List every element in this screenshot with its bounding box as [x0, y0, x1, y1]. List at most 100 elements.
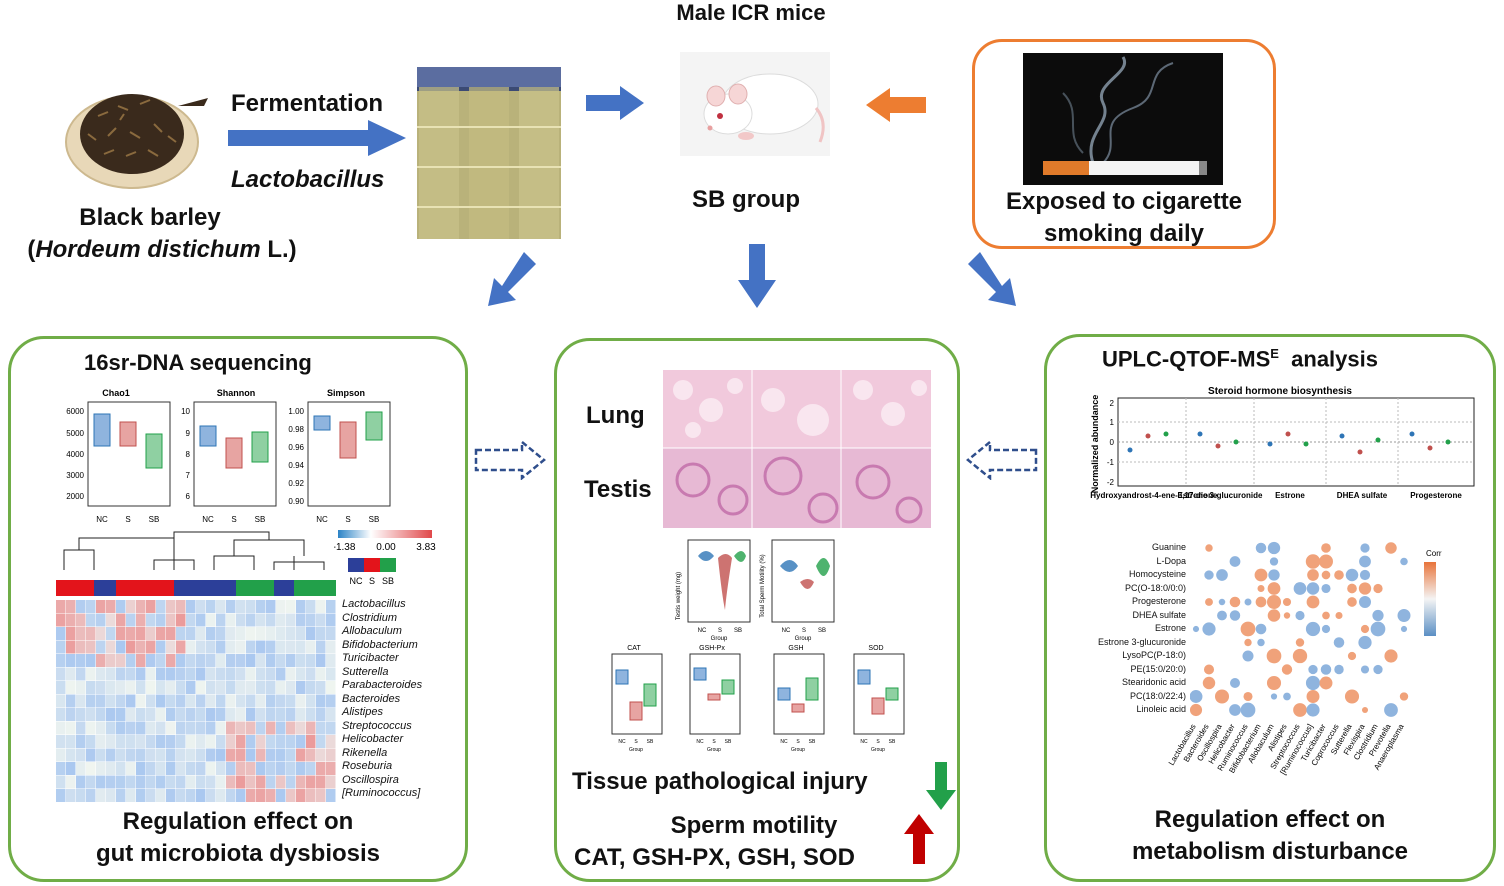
heatmap-cell — [86, 735, 96, 748]
black-barley-image — [65, 94, 208, 189]
heatmap-cell — [316, 775, 326, 789]
heatmap-cell — [246, 667, 256, 681]
heatmap-cell — [136, 681, 146, 694]
heatmap-cell — [56, 600, 66, 613]
heatmap-cell — [106, 654, 116, 667]
svg-text:6000: 6000 — [66, 407, 84, 416]
heatmap-cell — [126, 721, 136, 735]
heatmap-cell — [306, 775, 316, 789]
corr-bubble — [1218, 598, 1226, 606]
group-color-strip — [56, 580, 336, 596]
heatmap-cell — [76, 667, 86, 681]
heatmap-cell — [256, 775, 266, 789]
heatmap-cell — [176, 600, 186, 613]
heatmap-cell — [126, 667, 136, 681]
heatmap-cell — [156, 775, 166, 789]
metabolite-label: Stearidonic acid — [1121, 677, 1186, 687]
heatmap-cell — [166, 694, 176, 708]
heatmap-cell — [66, 748, 76, 762]
heatmap-cell — [226, 762, 236, 775]
corr-bubble — [1257, 638, 1265, 647]
heatmap-cell — [236, 735, 246, 748]
barley-line2: (Hordeum distichum L.) — [2, 236, 322, 264]
svg-text:GSH-Px: GSH-Px — [699, 645, 725, 652]
genus-label: Oscillospira — [342, 773, 399, 786]
right-panel-title: UPLC-QTOF-MSE analysis — [1102, 346, 1378, 372]
corr-bubble — [1229, 610, 1241, 621]
corr-bubble — [1229, 556, 1241, 567]
heatmap-cell — [326, 654, 336, 667]
heatmap-cell — [246, 721, 256, 735]
heatmap-cell — [246, 694, 256, 708]
heatmap-cell — [306, 667, 316, 681]
heatmap-cell — [116, 694, 126, 708]
heatmap-cell — [326, 708, 336, 721]
heatmap-cell — [56, 735, 66, 748]
corr-bubble — [1305, 554, 1321, 569]
heatmap-cell — [236, 721, 246, 735]
heatmap-cell — [76, 748, 86, 762]
heatmap-cell — [166, 640, 176, 654]
heatmap-cell — [206, 640, 216, 654]
svg-text:1.00: 1.00 — [288, 407, 304, 416]
heatmap-cell — [266, 762, 276, 775]
svg-text:SB: SB — [725, 739, 732, 745]
heatmap-cell — [126, 775, 136, 789]
heatmap-cell — [226, 708, 236, 721]
heatmap-cell — [196, 627, 206, 640]
heatmap-cell — [236, 600, 246, 613]
heatmap-cell — [136, 721, 146, 735]
metabolite-label: DHEA sulfate — [1132, 609, 1186, 620]
corr-bubble — [1359, 569, 1371, 581]
heatmap-cell — [66, 627, 76, 640]
corr-bubble — [1214, 689, 1230, 704]
heatmap-cell — [176, 640, 186, 654]
svg-text:Corr: Corr — [1426, 549, 1442, 558]
heatmap-cell — [176, 775, 186, 789]
heatmap-cell — [126, 708, 136, 721]
genus-label: Rikenella — [342, 746, 388, 759]
heatmap-cell — [286, 640, 296, 654]
corr-bubble — [1397, 609, 1411, 622]
to-mice-arrow — [586, 86, 644, 120]
svg-text:2: 2 — [1110, 399, 1115, 408]
heatmap-cells — [56, 600, 336, 802]
heatmap-cell — [186, 762, 196, 775]
heatmap-cell — [256, 694, 266, 708]
svg-text:Group: Group — [711, 636, 728, 642]
heatmap-cell — [116, 721, 126, 735]
heatmap-cell — [256, 667, 266, 681]
heatmap-cell — [216, 775, 226, 789]
heatmap-cell — [286, 748, 296, 762]
heatmap-cell — [226, 681, 236, 694]
heatmap-cell — [206, 681, 216, 694]
svg-text:0.98: 0.98 — [288, 425, 304, 434]
heatmap-cell — [86, 667, 96, 681]
heatmap-cell — [256, 735, 266, 748]
svg-text:-1.38: -1.38 — [334, 542, 356, 553]
heatmap-cell — [196, 600, 206, 613]
heatmap-cell — [156, 789, 166, 802]
heatmap-cell — [276, 748, 286, 762]
heatmap-cell — [126, 613, 136, 627]
heatmap-cell — [176, 694, 186, 708]
corr-bubble — [1283, 692, 1291, 701]
corr-bubble — [1255, 596, 1267, 608]
heatmap-cell — [206, 667, 216, 681]
heatmap-cell — [86, 708, 96, 721]
heatmap-cell — [76, 708, 86, 721]
heatmap-cell — [186, 789, 196, 802]
heatmap-cell — [56, 654, 66, 667]
sperm-motility-ylabel: Total Sperm Motility (%) — [760, 554, 766, 617]
heatmap-cell — [276, 762, 286, 775]
corr-bubble — [1283, 612, 1291, 619]
heatmap-cell — [126, 654, 136, 667]
corr-bubble — [1244, 638, 1252, 647]
corr-bubble — [1203, 664, 1215, 675]
heatmap-cell — [276, 789, 286, 802]
heatmap-cell — [196, 789, 206, 802]
heatmap-cell — [66, 600, 76, 613]
heatmap-cell — [196, 762, 206, 775]
svg-text:S: S — [369, 576, 375, 586]
heatmap-cell — [216, 721, 226, 735]
